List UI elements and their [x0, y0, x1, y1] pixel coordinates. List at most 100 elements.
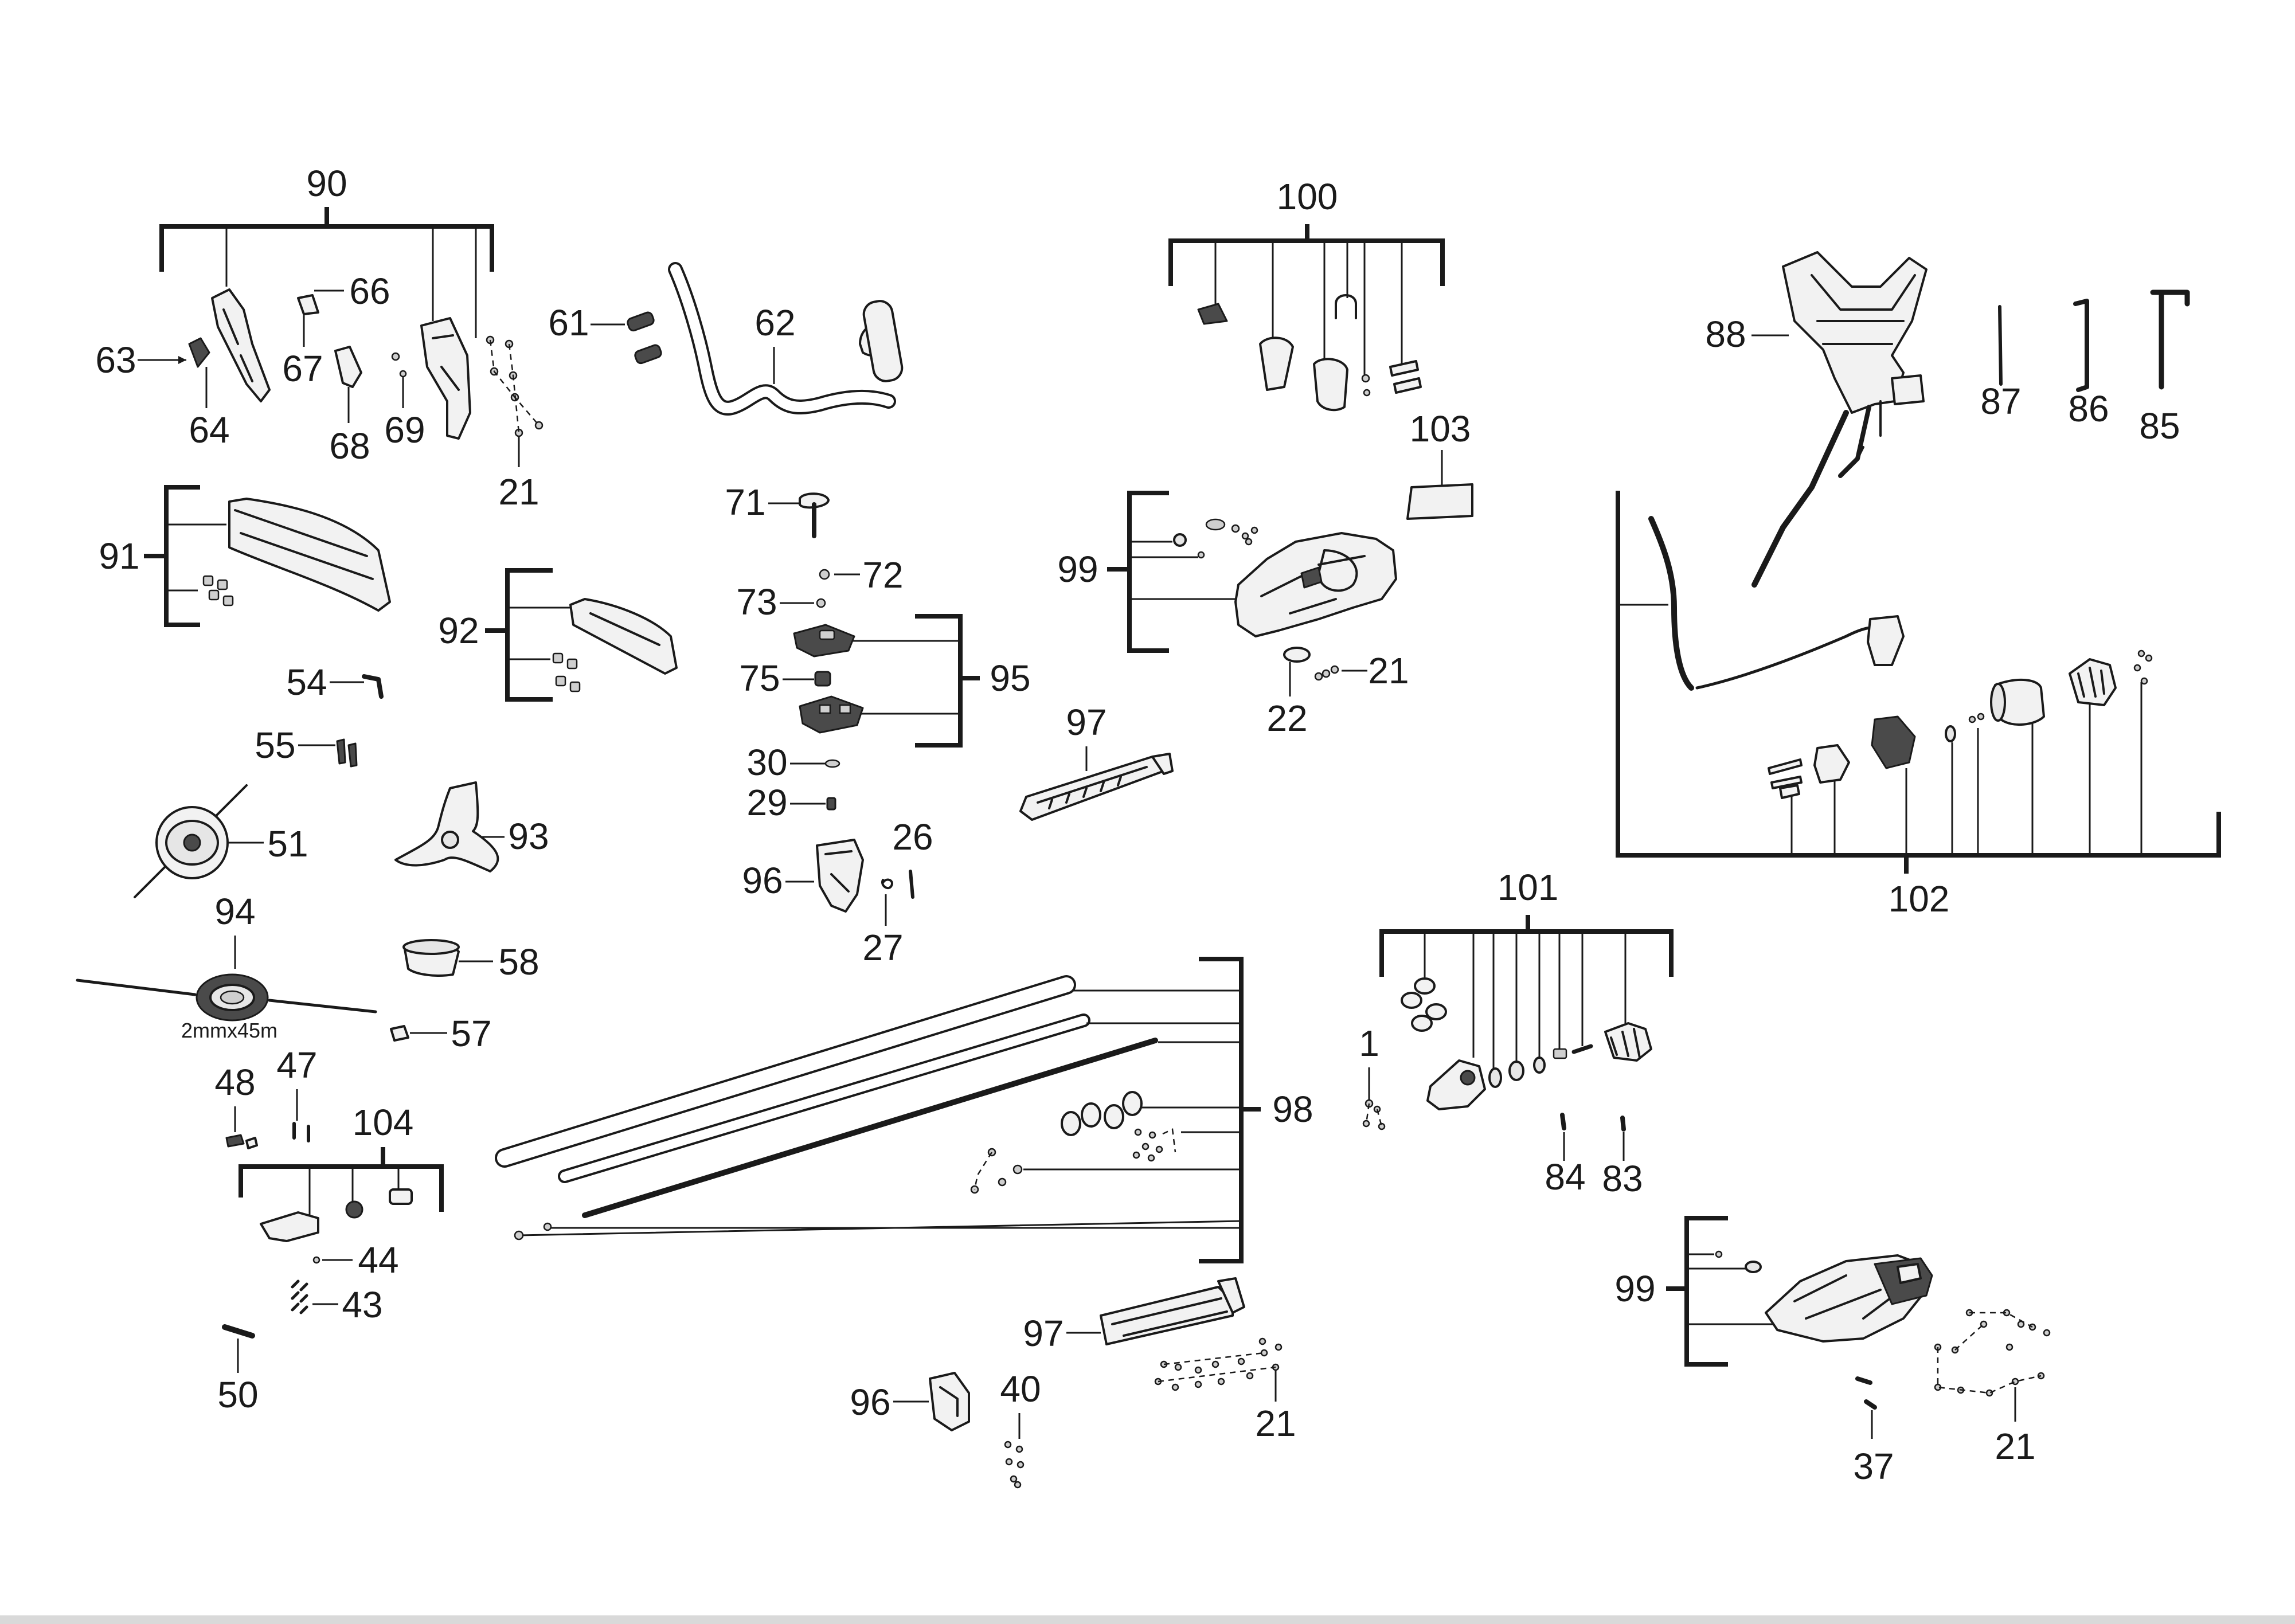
part-number-102: 102 — [1889, 878, 1950, 919]
blade-disc — [394, 781, 499, 872]
part-number-96-b: 96 — [850, 1382, 890, 1423]
handle-half-right — [420, 317, 471, 440]
part-number-21-d: 21 — [1995, 1426, 2035, 1467]
part-number-103: 103 — [1410, 408, 1471, 449]
part-number-75: 75 — [739, 658, 780, 699]
handle-half-left — [211, 288, 271, 402]
small-screws-98-b — [970, 1148, 1023, 1194]
part-number-22: 22 — [1266, 698, 1307, 739]
rail-97-a: 97 — [1019, 702, 1174, 821]
bracket-99-a — [1127, 491, 1169, 653]
part-number-67: 67 — [282, 348, 323, 389]
part-number-47: 47 — [276, 1044, 317, 1086]
clamp-top — [793, 624, 855, 658]
part-number-93: 93 — [508, 816, 549, 857]
guard-extension — [569, 598, 678, 675]
guard-group-91: 91 — [99, 485, 391, 627]
bracket-92 — [505, 568, 553, 702]
part-number-58: 58 — [498, 941, 539, 983]
part-number-66: 66 — [349, 271, 390, 312]
part-number-104: 104 — [353, 1102, 414, 1143]
lock-button — [297, 294, 319, 315]
motor-housing — [1234, 532, 1397, 637]
part-number-1: 1 — [1359, 1023, 1379, 1064]
part-number-92: 92 — [438, 610, 479, 651]
parts-1-83-84: 1 84 83 — [1359, 1023, 1643, 1199]
part-number-21-b: 21 — [1368, 650, 1409, 691]
bracket-102 — [1616, 491, 2221, 858]
guard-group-92: 92 — [438, 568, 678, 702]
part-number-73: 73 — [736, 581, 777, 623]
part-number-43: 43 — [342, 1284, 382, 1325]
mount-96-b: 96 40 — [850, 1368, 1041, 1489]
part-number-68: 68 — [329, 425, 370, 467]
wing-knob — [799, 492, 830, 509]
part-number-85: 85 — [2139, 405, 2180, 447]
coupler-body — [260, 1211, 319, 1242]
part-number-30: 30 — [746, 742, 787, 783]
part-number-101: 101 — [1498, 867, 1559, 908]
clamp-half-b — [1313, 358, 1348, 412]
bracket-90 — [159, 224, 494, 272]
part-number-88: 88 — [1705, 314, 1746, 355]
part-number-48: 48 — [214, 1062, 255, 1103]
page-bottom-border — [0, 1615, 2295, 1624]
part-number-90: 90 — [306, 163, 347, 204]
line-spec-note: 2mmx45m — [181, 1019, 277, 1042]
battery-housing-99-b: 99 21 37 — [1614, 1216, 2051, 1487]
part-number-84: 84 — [1545, 1156, 1585, 1198]
knob-small — [1197, 303, 1228, 325]
clamp-knobs — [1061, 1091, 1143, 1136]
part-number-21-a: 21 — [498, 471, 539, 512]
part-number-40: 40 — [1000, 1368, 1041, 1410]
eyelet — [390, 1025, 409, 1042]
bracket-104 — [239, 1164, 444, 1212]
rail-97-b: 97 21 — [1023, 1277, 1296, 1444]
clamp-bolt-a — [627, 311, 655, 332]
brush-holder — [1813, 744, 1850, 784]
guard-screws — [202, 575, 234, 606]
part-number-27: 27 — [862, 927, 903, 968]
part-number-83: 83 — [1602, 1158, 1643, 1199]
warning-label — [1406, 483, 1473, 520]
mount-bracket-b — [929, 1372, 970, 1431]
part-number-26: 26 — [892, 816, 933, 858]
extension-screws — [552, 652, 581, 692]
bracket-91 — [164, 485, 200, 627]
mount-96-a: 96 26 27 — [742, 816, 933, 968]
part-number-63: 63 — [95, 339, 136, 381]
motor-stator — [1994, 678, 2045, 726]
bracket-99-b — [1684, 1216, 1728, 1367]
part-number-69: 69 — [384, 409, 425, 451]
switch-module — [1867, 615, 1905, 666]
group-104: 48 47 104 44 43 50 — [214, 1044, 444, 1415]
parts-57-58: 58 57 — [390, 939, 539, 1054]
parts-21-22: 22 21 — [1266, 647, 1409, 739]
trimmer-head-51: 51 — [134, 784, 308, 898]
bracket-95 — [915, 614, 963, 748]
part-number-72: 72 — [862, 554, 903, 596]
gear-head-101: 101 — [1379, 867, 1674, 1110]
loop-handle-group: 61 62 — [548, 262, 904, 416]
gear-housing — [1426, 1059, 1486, 1110]
end-cap — [1871, 715, 1916, 769]
part-number-87: 87 — [1980, 381, 2021, 422]
part-number-61: 61 — [548, 302, 589, 343]
shaft-rail — [1019, 756, 1165, 821]
part-number-29: 29 — [746, 782, 787, 823]
motor-housing-99-a: 99 — [1057, 491, 1397, 653]
part-number-98: 98 — [1272, 1089, 1313, 1130]
part-number-100: 100 — [1277, 176, 1338, 217]
line-spool-94: 94 2mmx45m — [76, 891, 377, 1042]
part-number-86: 86 — [2068, 388, 2109, 429]
harness-vest — [1782, 251, 1928, 414]
part-number-97-b: 97 — [1023, 1313, 1064, 1354]
part-number-95: 95 — [990, 658, 1030, 699]
clamp-bottom — [799, 695, 864, 734]
part-number-99-b: 99 — [1614, 1268, 1655, 1309]
part-number-99-a: 99 — [1057, 549, 1098, 590]
harness-88: 88 — [1705, 251, 1928, 588]
part-number-37: 37 — [1853, 1446, 1894, 1487]
group-95: 71 72 73 95 75 30 29 — [725, 482, 1030, 823]
